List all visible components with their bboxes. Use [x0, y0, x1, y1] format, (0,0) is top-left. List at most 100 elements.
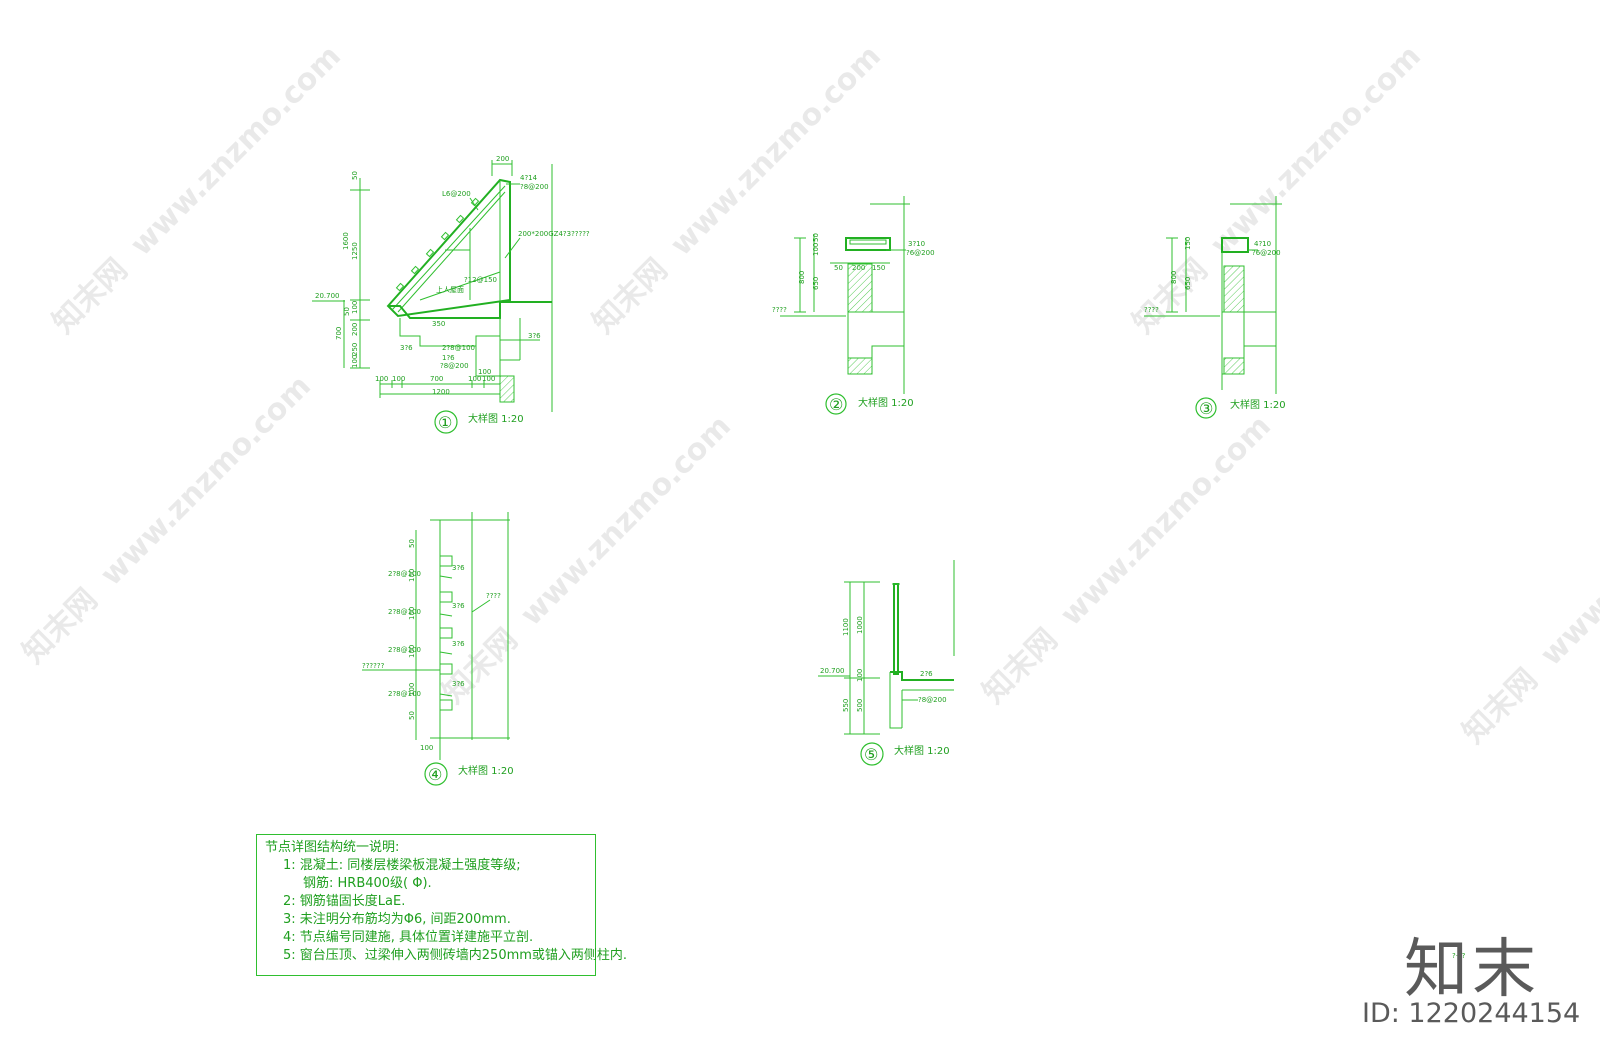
note-item-4: 4: 节点编号同建施, 具体位置详建施平立剖.: [283, 930, 534, 945]
d4-v100b: 100: [408, 607, 416, 620]
detail-3-title: 大样图 1:20: [1230, 398, 1286, 411]
detail-1-title: 大样图 1:20: [468, 412, 524, 425]
watermark-url: www.znzmo.com: [94, 369, 318, 593]
note-item-3: 3: 未注明分布筋均为Φ6, 间距200mm.: [283, 912, 511, 927]
d1-dim-50b: 50: [343, 307, 351, 316]
d1-dim-350: 350: [432, 320, 445, 328]
note-item-5: 5: 窗台压顶、过梁伸入两侧砖墙内250mm或锚入两侧柱内.: [283, 948, 628, 963]
d4-v100d: 100: [408, 683, 416, 696]
d1-1t6: 1?6: [442, 354, 455, 362]
d2-rebar-t6-200: ?6@200: [906, 249, 935, 257]
note-item-2: 2: 钢筋锚固长度LaE.: [283, 894, 406, 909]
detail-4-title: 大样图 1:20: [458, 764, 514, 777]
detail-2-number: ②: [829, 395, 843, 414]
asset-id: ID: 1220244154: [1362, 998, 1581, 1029]
d4-lower-label: ??????: [362, 662, 385, 670]
d1-bot-700: 700: [430, 375, 443, 383]
d1-gz: 200*200GZ4?3?????: [518, 230, 590, 238]
corner-stamp: ?·??: [1452, 952, 1466, 960]
d1-rebar-t8-200: ?8@200: [520, 183, 549, 191]
watermark-text: 知末网: [436, 622, 524, 710]
d1-dim-50: 50: [351, 171, 359, 180]
d4-v100a: 100: [408, 569, 416, 582]
d2-dim-650: 650: [812, 277, 820, 290]
detail-2: 50 100 800 650 3?10 ?6@200 50 200 150 ??…: [772, 196, 935, 415]
d1-bot-100c: 100: [468, 375, 481, 383]
d4-spacing-3: 3?6: [452, 640, 465, 648]
detail-3-number: ③: [1199, 399, 1213, 418]
d3-level: ????: [1144, 306, 1159, 314]
d1-dim-100a: 100: [351, 301, 359, 314]
detail-4-number: ④: [428, 765, 442, 784]
d5-dim-1000: 1000: [856, 616, 864, 634]
d1-3t6a: 3?6: [400, 344, 413, 352]
d1-dim-1600: 1600: [342, 232, 350, 250]
d4-spacing-1: 3?6: [452, 564, 465, 572]
watermark-text: 知末网: [586, 252, 674, 340]
detail-5: 1100 1000 100 550 500 20.700 2?6 ?8@200 …: [818, 560, 955, 766]
d2-b150: 150: [872, 264, 885, 272]
brand-logo: 知末: [1404, 933, 1540, 1007]
d5-dim-1100: 1100: [842, 618, 850, 636]
d2-dim-50: 50: [812, 233, 820, 242]
d1-dim-100c: 100: [478, 368, 491, 376]
d4-rebar-2: 2?8@100: [388, 608, 421, 616]
d5-dim-550: 550: [842, 699, 850, 712]
detail-2-title: 大样图 1:20: [858, 396, 914, 409]
d3-rebar-t6-200: ?6@200: [1252, 249, 1281, 257]
watermark-text: 知末网: [1126, 252, 1214, 340]
detail-5-title: 大样图 1:20: [894, 744, 950, 757]
watermark-url: www.znzmo.com: [664, 39, 888, 263]
d4-dim-50: 50: [408, 539, 416, 548]
d1-bot-100a: 100: [375, 375, 388, 383]
d3-dim-650: 650: [1184, 277, 1192, 290]
note-item-1: 1: 混凝土: 同楼层楼梁板混凝土强度等级;: [283, 858, 521, 873]
d1-dim-top-200: 200: [496, 155, 509, 163]
watermark-text: 知末网: [976, 622, 1064, 710]
d1-dim-1250: 1250: [351, 242, 359, 260]
d1-dim-250: 250: [351, 343, 359, 356]
detail-4: 50 2?8@100 2?8@100 2?8@100 2?8@100 3?6 3…: [362, 512, 514, 786]
roof-tiles: [395, 197, 480, 292]
watermark-text: 知末网: [16, 582, 104, 670]
d2-dim-100: 100: [812, 243, 820, 256]
d1-bot-100b: 100: [392, 375, 405, 383]
d5-dim-100: 100: [856, 669, 864, 682]
watermark-url: www.znzmo.com: [1054, 409, 1278, 633]
d2-level: ????: [772, 306, 787, 314]
d4-side-label: ????: [486, 592, 501, 600]
notes-heading: 节点详图结构统一说明:: [265, 840, 400, 855]
d1-elev: 20.700: [315, 292, 340, 300]
d2-b50: 50: [834, 264, 843, 272]
structural-notes-box: 节点详图结构统一说明: 1: 混凝土: 同楼层楼梁板混凝土强度等级; 钢筋: H…: [256, 834, 628, 976]
d1-t8-200: ?8@200: [440, 362, 469, 370]
watermark-text: 知末网: [46, 252, 134, 340]
d1-3t6b: 3?6: [528, 332, 541, 340]
d5-t8-200: ?8@200: [918, 696, 947, 704]
watermark-url: www.znzmo.com: [1204, 39, 1428, 263]
d1-bot-100d: 100: [482, 375, 495, 383]
d1-2t8-100: 2?8@100: [442, 344, 475, 352]
d5-2t6: 2?6: [920, 670, 933, 678]
d1-bot-1200: 1200: [432, 388, 450, 396]
d4-rebar-4: 2?8@100: [388, 690, 421, 698]
detail-3: 150 800 650 4?10 ?6@200 ???? ③ 大样图 1:20: [1144, 196, 1286, 419]
d1-dim-200: 200: [351, 323, 359, 336]
d1-dim-100b: 100: [351, 355, 359, 368]
d1-rebar-t12-150: ?12@150: [464, 276, 497, 284]
d1-dim-700: 700: [335, 327, 343, 340]
detail-5-number: ⑤: [864, 745, 878, 764]
d4-spacing-4: 3?6: [452, 680, 465, 688]
d3-dim-150: 150: [1184, 237, 1192, 250]
d4-spacing-2: 3?6: [452, 602, 465, 610]
watermark-url: www.znzmo.com: [514, 409, 738, 633]
d5-elev: 20.700: [820, 667, 845, 675]
d1-roof-label: 上人屋面: [436, 285, 464, 294]
d2-dim-800: 800: [798, 271, 806, 284]
d3-dim-800: 800: [1170, 271, 1178, 284]
d4-rebar-3: 2?8@100: [388, 646, 421, 654]
d1-rebar-l6-200: L6@200: [442, 190, 471, 198]
d4-b100: 100: [420, 744, 433, 752]
